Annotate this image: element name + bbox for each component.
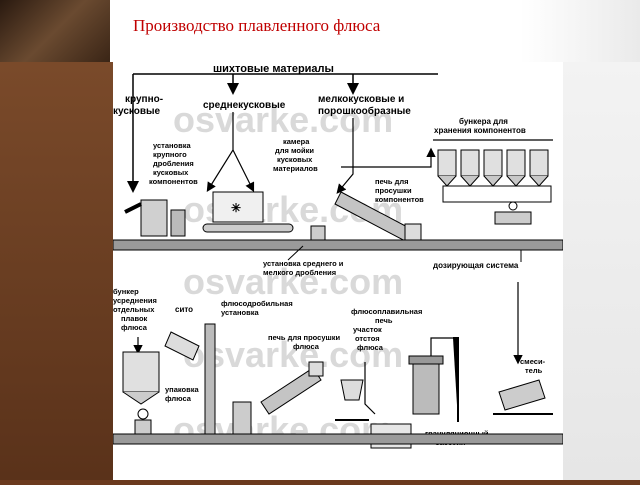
medium-crusher-label: установка среднего и	[263, 259, 344, 268]
left-decor-panel	[0, 62, 113, 480]
furnace-connector	[430, 337, 453, 362]
dryer-label: печь для	[375, 177, 408, 186]
raw-materials-label: шихтовые материалы	[213, 63, 334, 75]
smelting-furnace	[408, 337, 459, 422]
settling-label: отстоя	[355, 334, 380, 343]
packing-unit	[134, 408, 152, 435]
mixer	[493, 379, 553, 415]
header-photo	[0, 0, 110, 62]
bunkers-label: хранения компонентов	[434, 126, 526, 135]
wash-chamber: ✳	[202, 191, 294, 233]
settling-flow	[364, 362, 376, 415]
averaging-bunker	[122, 351, 160, 405]
flux-dryer-label: флюса	[293, 342, 320, 351]
lower-floor	[112, 433, 564, 445]
medium-crusher-pointer	[287, 245, 304, 261]
packing-label: флюса	[165, 394, 192, 403]
dosing-scale	[494, 201, 532, 225]
flux-dryer	[260, 361, 324, 415]
avg-bunker-label: отдельных	[113, 305, 155, 314]
bucket-elevator	[204, 323, 216, 445]
flux-dryer-label: печь для просушки	[268, 333, 340, 342]
coarse-crusher-label: кусковых	[153, 168, 189, 177]
avg-bunker-label: плавок	[121, 314, 148, 323]
flux-crusher-label: установка	[221, 308, 259, 317]
svg-text:✳: ✳	[231, 201, 241, 215]
watermark-text: osvarke.com	[173, 99, 393, 140]
flux-production-diagram: osvarke.com osvarke.com osvarke.com osva…	[112, 62, 564, 480]
header-photo-right	[520, 0, 640, 62]
coarse-crusher-label: компонентов	[149, 177, 198, 186]
medium-label: среднекусковые	[203, 100, 286, 111]
avg-bunker-label: флюса	[121, 323, 148, 332]
watermark-text: osvarke.com	[183, 261, 403, 302]
coarse-crusher-label: дробления	[153, 159, 194, 168]
settling-area	[335, 379, 369, 421]
coarse-label: кусковые	[113, 106, 161, 117]
watermark-text: osvarke.com	[183, 334, 403, 375]
wash-chamber-label: камера	[283, 137, 310, 146]
wash-chamber-label: кусковых	[277, 155, 313, 164]
bunkers-label: бункера для	[459, 117, 508, 126]
flux-crusher	[232, 401, 252, 435]
flux-crusher-label: флюсодробильная	[221, 299, 293, 308]
coarse-crusher-label: установка	[153, 141, 191, 150]
page-title: Производство плавленного флюса	[133, 16, 381, 35]
coarse-crusher-label: крупного	[153, 150, 187, 159]
sieve-label: сито	[175, 305, 193, 314]
coarse-crusher	[124, 199, 186, 237]
dryer-label: просушки	[375, 186, 412, 195]
dryer-label: компонентов	[375, 195, 424, 204]
coarse-label: крупно-	[125, 94, 163, 105]
smelting-furnace-label: флюсоплавильная	[351, 307, 422, 316]
packing-label: упаковка	[165, 385, 199, 394]
avg-bunker-label: усреднения	[113, 296, 157, 305]
medium-crusher-label: мелкого дробления	[263, 268, 336, 277]
storage-bunkers	[433, 139, 553, 203]
fine-to-dryer-arrow	[336, 118, 354, 194]
medium-to-wash-arrow	[232, 149, 255, 193]
right-decor-panel	[563, 62, 640, 480]
wash-chamber-label: материалов	[273, 164, 318, 173]
smelting-furnace-label: печь	[375, 316, 393, 325]
mixer-label: тель	[525, 366, 543, 375]
settling-label: флюса	[357, 343, 384, 352]
wash-chamber-label: для мойки	[275, 146, 314, 155]
avg-bunker-label: бункер	[113, 287, 139, 296]
dosing-label: дозирующая система	[433, 261, 519, 270]
fine-label: порошкообразные	[318, 105, 411, 117]
sieve	[164, 331, 200, 361]
dryer-to-bunker-arrow	[341, 147, 436, 168]
mixer-label: смеси-	[520, 357, 546, 366]
fine-label: мелкокусковые и	[318, 94, 404, 105]
settling-label: участок	[353, 325, 382, 334]
upper-floor	[112, 239, 564, 251]
